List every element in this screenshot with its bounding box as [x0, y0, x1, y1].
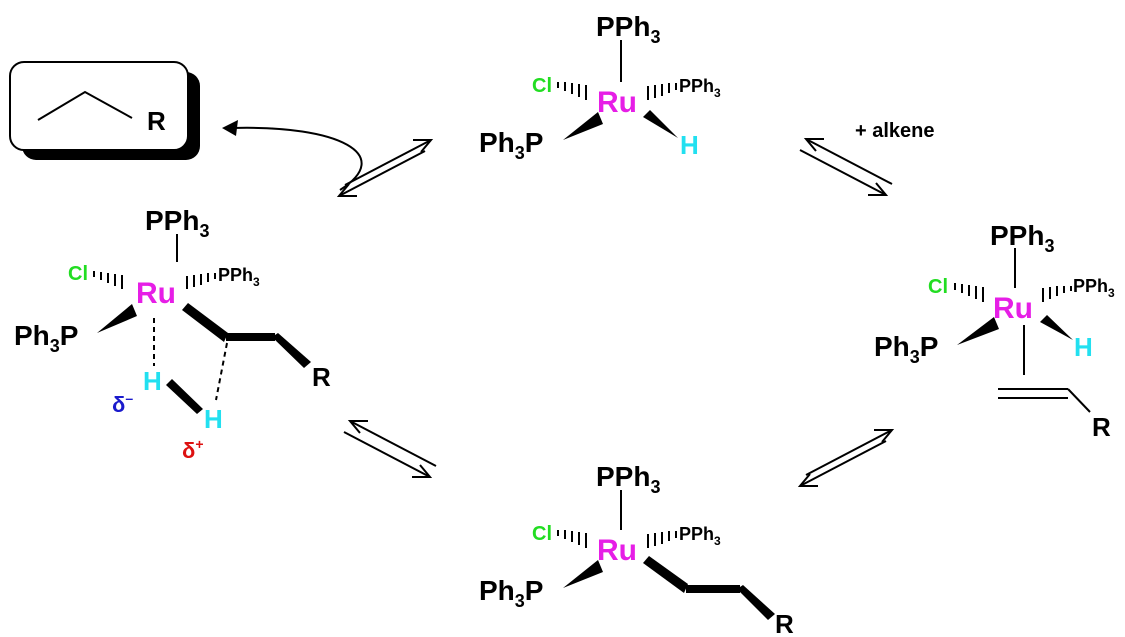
right-pph3-dash: PPh3	[1073, 276, 1115, 300]
bottom-alkyl-wedge	[643, 556, 688, 593]
left-pph3-axial: PPh3	[145, 205, 209, 241]
left-pph3-dash: PPh3	[218, 265, 260, 289]
left-hydride-h: H	[143, 366, 162, 396]
product-release-arrowhead	[222, 120, 238, 136]
bottom-cl: Cl	[532, 523, 552, 545]
equilibrium-arrow-bottom-left	[343, 420, 437, 478]
top-pph3-dash: PPh3	[679, 76, 721, 100]
complex-right: PPh3 Ru Cl PPh3 Ph3P H R	[874, 220, 1115, 442]
left-proton-h: H	[204, 404, 223, 434]
bottom-r-label: R	[775, 609, 794, 637]
complex-top: PPh3 Ru Cl PPh3 Ph3P H	[479, 11, 721, 163]
complex-bottom: PPh3 Ru Cl PPh3 Ph3P R	[479, 461, 794, 637]
left-cl: Cl	[68, 263, 88, 285]
product-r-label: R	[147, 106, 166, 136]
top-hydride: H	[680, 130, 699, 160]
left-delta-minus: δ–	[112, 390, 133, 417]
product-alkane-box: R	[9, 61, 200, 160]
left-ph3p: Ph3P	[14, 320, 78, 356]
right-cl: Cl	[928, 276, 948, 298]
left-delta-plus: δ+	[182, 436, 204, 463]
left-alkyl-wedge	[182, 303, 228, 342]
complex-left: PPh3 Ru Cl PPh3 Ph3P R H H δ–	[14, 205, 331, 463]
bottom-ru: Ru	[597, 534, 637, 567]
bottom-pph3-dash: PPh3	[679, 524, 721, 548]
right-coordinated-alkene	[998, 388, 1091, 413]
left-ru: Ru	[136, 277, 176, 310]
left-r-label: R	[312, 362, 331, 392]
alkene-addition-label: + alkene	[855, 120, 935, 142]
left-c-h-dashed-bond	[215, 342, 228, 401]
top-pph3-axial: PPh3	[596, 11, 660, 47]
top-ru: Ru	[597, 86, 637, 119]
right-ph3p: Ph3P	[874, 331, 938, 367]
top-ph3p: Ph3P	[479, 127, 543, 163]
product-alkyl-chain	[37, 90, 133, 121]
product-release-arrow	[231, 126, 363, 191]
right-r-label: R	[1092, 412, 1111, 442]
right-ru: Ru	[993, 292, 1033, 325]
top-cl: Cl	[532, 75, 552, 97]
equilibrium-arrow-bottom-right	[797, 429, 895, 487]
right-hydride: H	[1074, 332, 1093, 362]
product-box-frame	[9, 61, 189, 151]
equilibrium-arrow-top-right	[799, 138, 893, 196]
bottom-ph3p: Ph3P	[479, 575, 543, 611]
right-pph3-axial: PPh3	[990, 220, 1054, 256]
bottom-pph3-axial: PPh3	[596, 461, 660, 497]
equilibrium-arrow-top-left	[336, 139, 434, 197]
